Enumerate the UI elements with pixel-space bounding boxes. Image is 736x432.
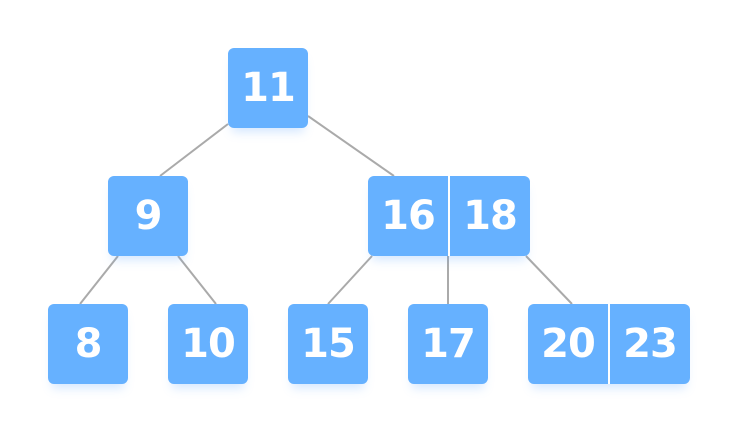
edge-16-18-to-20-23 bbox=[525, 255, 573, 305]
edge-16-18-to-15 bbox=[327, 255, 373, 305]
node-key: 10 bbox=[181, 321, 236, 367]
tree-node-17: 17 bbox=[408, 304, 488, 384]
edge-11-to-9 bbox=[159, 123, 229, 177]
node-key: 23 bbox=[608, 304, 690, 384]
tree-node-20-23: 20 23 bbox=[528, 304, 690, 384]
node-key: 20 bbox=[541, 321, 596, 367]
node-key: 15 bbox=[301, 321, 356, 367]
tree-node-10: 10 bbox=[168, 304, 248, 384]
node-key: 8 bbox=[74, 321, 103, 367]
tree-node-15: 15 bbox=[288, 304, 368, 384]
node-key: 17 bbox=[421, 321, 476, 367]
node-key: 18 bbox=[448, 176, 530, 256]
node-key: 11 bbox=[241, 65, 296, 111]
edge-9-to-10 bbox=[177, 255, 217, 305]
tree-node-root: 11 bbox=[228, 48, 308, 128]
tree-node-16-18: 16 18 bbox=[368, 176, 530, 256]
node-key: 16 bbox=[381, 193, 436, 239]
tree-node-9: 9 bbox=[108, 176, 188, 256]
edge-9-to-8 bbox=[79, 255, 119, 305]
node-key: 9 bbox=[134, 193, 163, 239]
tree-node-8: 8 bbox=[48, 304, 128, 384]
edge-11-to-16-18 bbox=[307, 115, 395, 177]
